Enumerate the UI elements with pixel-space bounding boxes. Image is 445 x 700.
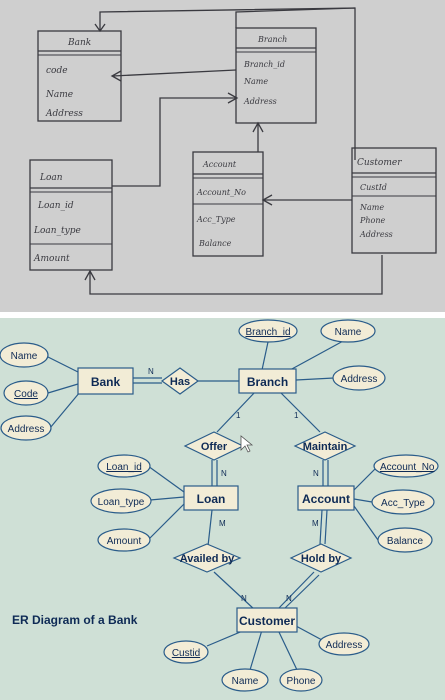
er-panel: Bank Branch Loan Account Customer Has Of…: [0, 318, 445, 700]
er-relationship-maintain-label: Maintain: [303, 441, 348, 453]
sketch-loan-title: Loan: [39, 173, 63, 183]
sketch-account-field: Acc_Type: [196, 215, 236, 224]
er-diagram-caption: ER Diagram of a Bank: [12, 613, 138, 627]
er-relationship-offer-label: Offer: [201, 441, 228, 453]
er-attribute-shapes: [0, 319, 439, 692]
er-relationship-availed-by-label: Availed by: [180, 553, 235, 565]
er-entity-account-label: Account: [302, 492, 350, 506]
sketch-branch-title: Branch: [257, 35, 287, 44]
er-cardinality-maintain-n: N: [313, 469, 319, 478]
er-attr-loan-type: Loan_type: [98, 497, 145, 508]
er-attr-customer-name: Name: [232, 676, 259, 687]
sketch-paper: [0, 0, 445, 315]
sketch-panel: Bank code Name Address Branch Branch_id …: [0, 0, 445, 318]
sketch-loan-field: Amount: [33, 254, 70, 264]
er-cardinality-maintain-1: 1: [294, 411, 299, 420]
sketch-branch-field: Address: [243, 97, 277, 106]
er-attr-bank-code: Code: [14, 389, 38, 400]
er-attr-account-no: Account_No: [380, 462, 435, 473]
er-cardinality-has-n: N: [148, 367, 154, 376]
sketch-branch-field: Name: [243, 77, 268, 86]
panel-divider: [0, 312, 445, 318]
arrowhead-loan-bottom: [84, 269, 96, 281]
er-relationship-offer: Offer: [183, 431, 245, 461]
er-entity-customer: Customer: [236, 607, 298, 633]
er-attr-branch-id: Branch_id: [245, 327, 290, 338]
er-entity-loan: Loan: [183, 485, 239, 511]
er-entity-bank: Bank: [77, 367, 134, 395]
mouse-cursor-icon: [240, 435, 254, 453]
sketch-table-branch: Branch Branch_id Name Address: [235, 27, 317, 124]
sketch-customer-field: Address: [359, 230, 393, 239]
er-entity-branch-label: Branch: [247, 375, 288, 389]
er-attr-balance: Balance: [387, 536, 424, 547]
sketch-table-bank: Bank code Name Address: [37, 30, 122, 122]
er-attr-bank-name: Name: [11, 351, 38, 362]
er-attr-branch-name: Name: [335, 327, 362, 338]
er-entity-customer-label: Customer: [239, 614, 295, 628]
arrowhead-branch-side: [227, 92, 239, 104]
er-relationship-hold-by-label: Hold by: [301, 553, 342, 565]
sketch-account-field: Account_No: [196, 188, 246, 197]
er-cardinality-availed-m: M: [219, 519, 226, 528]
sketch-bank-field: Name: [45, 90, 73, 100]
er-entity-account: Account: [297, 485, 355, 511]
sketch-customer-title: Customer: [357, 158, 402, 168]
er-attr-bank-address: Address: [8, 424, 45, 435]
er-attr-loan-amount: Amount: [107, 536, 142, 547]
sketch-table-customer: Customer CustId Name Phone Address: [351, 147, 437, 254]
er-cardinality-hold-n: N: [286, 594, 292, 603]
er-cardinality-availed-n: N: [241, 594, 247, 603]
er-relationship-hold-by: Hold by: [289, 543, 353, 573]
er-entity-loan-label: Loan: [197, 492, 226, 506]
arrowhead-bank-side: [110, 70, 122, 82]
er-cardinality-offer-1: 1: [236, 411, 241, 420]
arrow-customer-to-loan: [89, 255, 383, 295]
arrow-customer-to-branch-loop: [235, 7, 356, 160]
er-entity-branch: Branch: [238, 368, 297, 394]
sketch-bank-title: Bank: [67, 38, 91, 48]
er-entity-bank-label: Bank: [91, 375, 121, 389]
arrow-branch-to-bank: [112, 69, 237, 77]
sketch-customer-field: CustId: [360, 183, 387, 192]
sketch-branch-field: Branch_id: [243, 60, 285, 69]
er-relationship-availed-by: Availed by: [172, 543, 242, 573]
er-attr-custid: Custid: [172, 648, 200, 659]
sketch-account-field: Balance: [198, 239, 232, 248]
sketch-table-loan: Loan Loan_id Loan_type Amount: [29, 159, 113, 271]
sketch-table-account: Account Account_No Acc_Type Balance: [192, 151, 264, 257]
er-cardinality-hold-m: M: [312, 519, 319, 528]
er-attr-branch-address: Address: [341, 374, 378, 385]
er-connectors: [45, 339, 379, 673]
sketch-loan-field: Loan_id: [37, 201, 74, 211]
sketch-account-title: Account: [202, 160, 237, 169]
er-attr-customer-phone: Phone: [287, 676, 316, 687]
er-relationship-maintain: Maintain: [293, 431, 357, 461]
sketch-bank-field: Address: [45, 109, 83, 119]
sketch-customer-field: Name: [359, 203, 384, 212]
er-cardinality-offer-n: N: [221, 469, 227, 478]
er-attr-acc-type: Acc_Type: [381, 498, 425, 509]
sketch-loan-field: Loan_type: [33, 226, 81, 236]
sketch-arrows: [84, 7, 383, 295]
er-attr-loan-id: Loan_id: [106, 462, 142, 473]
arrow-loop-to-bank: [99, 7, 356, 30]
sketch-bank-field: code: [46, 66, 68, 76]
er-relationship-has-label: Has: [170, 376, 190, 388]
sketch-customer-field: Phone: [359, 216, 386, 225]
er-attr-customer-address: Address: [326, 640, 363, 651]
arrow-loan-to-branch: [112, 97, 236, 187]
er-relationship-has: Has: [160, 367, 200, 395]
